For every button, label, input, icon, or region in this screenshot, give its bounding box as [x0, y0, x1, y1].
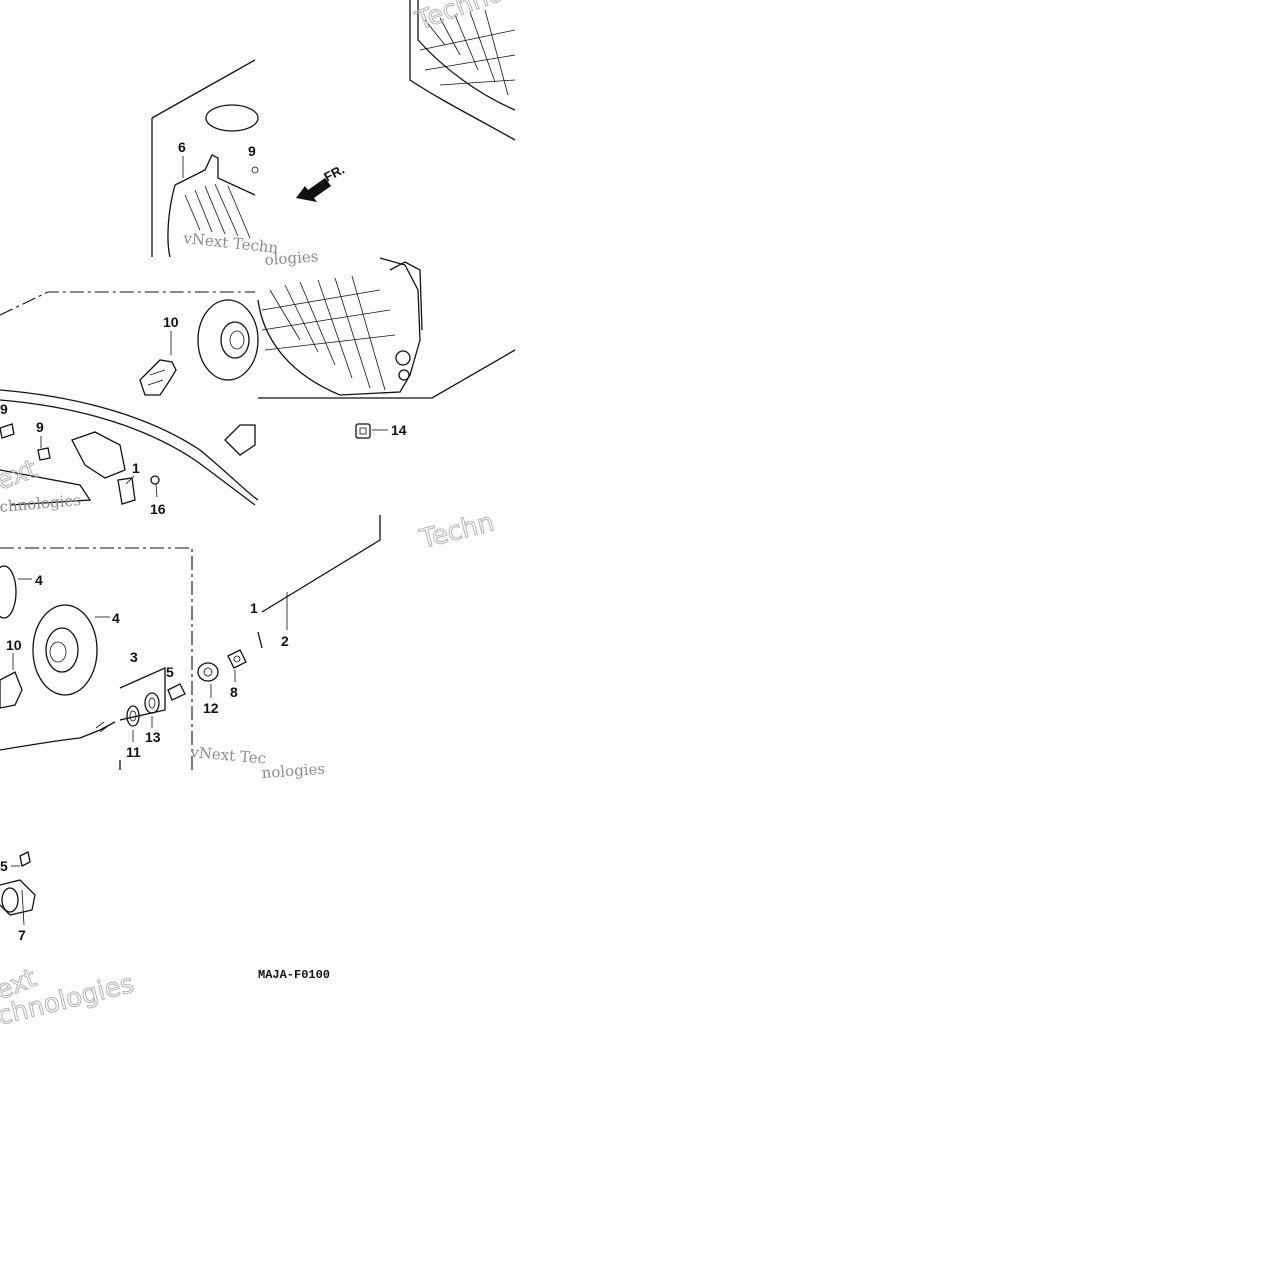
socket-part-7: [0, 851, 36, 916]
callout-10-top: 10: [163, 314, 179, 330]
callout-9-edge: 9: [0, 401, 8, 417]
callout-16: 16: [150, 501, 166, 517]
watermark-3: ologies: [264, 247, 319, 269]
callout-10-lower: 10: [6, 637, 22, 653]
callout-13: 13: [145, 729, 161, 745]
headlight-housing-upper: [151, 59, 259, 258]
callout-11: 11: [126, 744, 141, 760]
watermarks: Technol vNext Techn ologies ext chnologi…: [0, 0, 515, 1032]
headlight-unit: [257, 257, 516, 399]
callout-6: 6: [178, 139, 186, 155]
watermark-1: Technol: [411, 0, 514, 37]
watermark-7: vNext Tec: [189, 743, 267, 768]
callout-7: 7: [18, 927, 26, 943]
headlight-lens-top: [409, 0, 516, 141]
callout-4-left: 4: [35, 572, 43, 588]
watermark-4: ext: [0, 454, 41, 496]
callout-5: 5: [166, 664, 174, 680]
bulb-socket-assembly: [0, 291, 259, 506]
leader-lines: [11, 156, 236, 926]
nut-group: [197, 515, 381, 682]
watermark-5: chnologies: [0, 491, 82, 516]
diagram-code: MAJA-F0100: [258, 968, 330, 982]
callout-12: 12: [203, 700, 219, 716]
callout-14: 14: [391, 422, 407, 438]
callout-8: 8: [230, 684, 238, 700]
callout-1-lower: 1: [250, 600, 258, 616]
callout-1-mid: 1: [132, 460, 140, 476]
callout-3: 3: [130, 649, 138, 665]
callout-5-lower: 5: [0, 858, 8, 874]
callout-2: 2: [281, 633, 289, 649]
callout-4-ring: 4: [112, 610, 120, 626]
watermark-8: nologies: [261, 760, 326, 782]
callout-9-top: 9: [248, 143, 256, 159]
watermark-6: Techn: [416, 508, 497, 555]
front-arrow: FR.: [296, 162, 347, 202]
clip-part-14: [355, 423, 388, 439]
arrow-icon: [296, 178, 331, 202]
lower-bulb-group: [0, 547, 193, 770]
callout-9-mid: 9: [36, 419, 44, 435]
callouts: 6 9 10 9 1 16 14 4 4 10 3 5 12 8 11 13 1…: [0, 139, 407, 943]
